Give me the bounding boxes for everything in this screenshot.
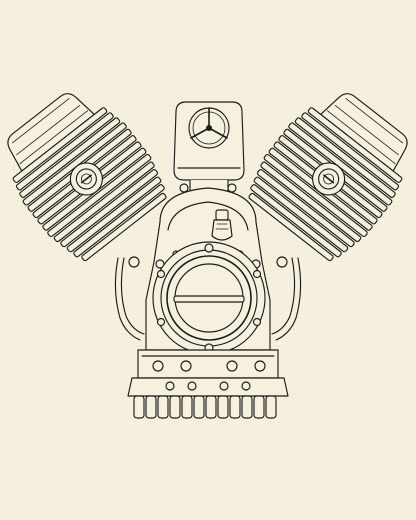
intake-throttle-body [152,241,266,355]
sump-bolt [152,360,164,372]
sump-bolt [254,360,266,372]
top-fan-spokes [190,107,228,139]
right-hose-clamp [276,256,288,268]
sump-bolt [180,360,192,372]
right-head-cover-ribs [326,98,403,165]
right-cylinder [248,93,408,262]
sump-fins [133,395,277,419]
oil-filler-cap [211,209,233,241]
top-cover [173,101,245,193]
oil-sump [127,349,289,419]
left-cylinder [7,93,167,262]
case-bolt [227,183,237,193]
sump-bolt [226,360,238,372]
left-head-cover-ribs [12,98,89,165]
right-hose [275,257,302,341]
case-bolt [179,183,189,193]
throttle-plate [173,295,245,303]
left-hose-clamp [128,256,140,268]
left-hose [114,257,141,341]
left-cooling-fins [12,107,167,262]
